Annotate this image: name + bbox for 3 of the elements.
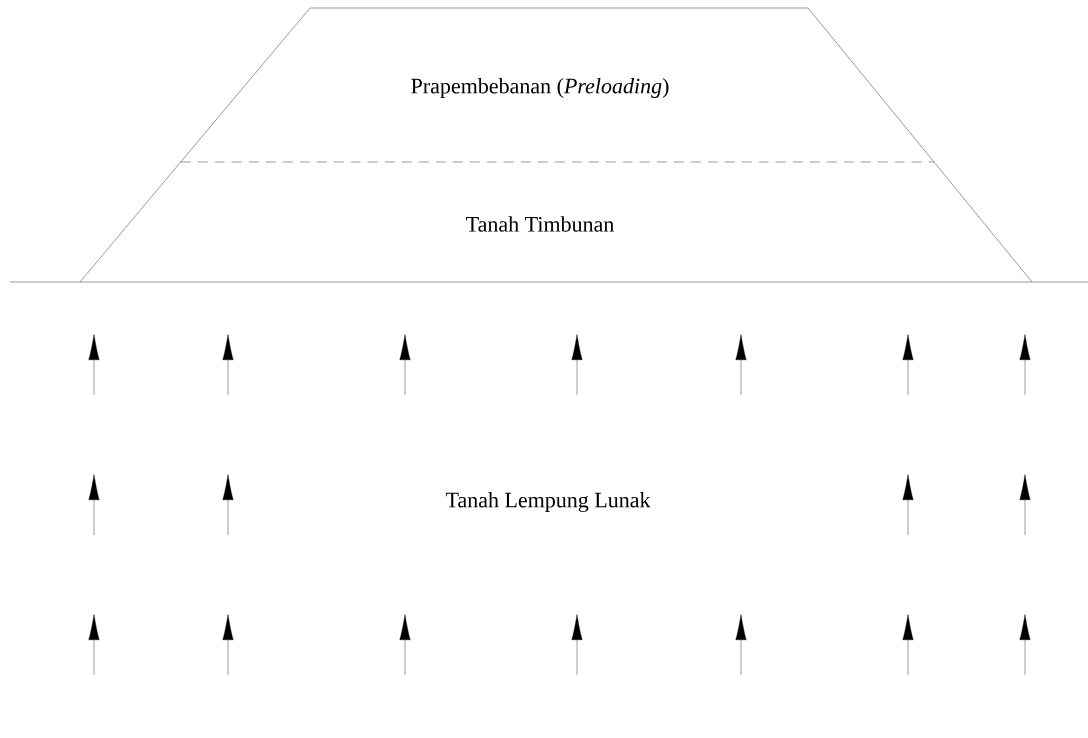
preloading-layer: Prapembebanan (Preloading) [180,7,935,163]
embankment-fill: Tanah Timbunan [79,161,1033,283]
layer-label: Tanah Lempung Lunak [445,492,651,512]
